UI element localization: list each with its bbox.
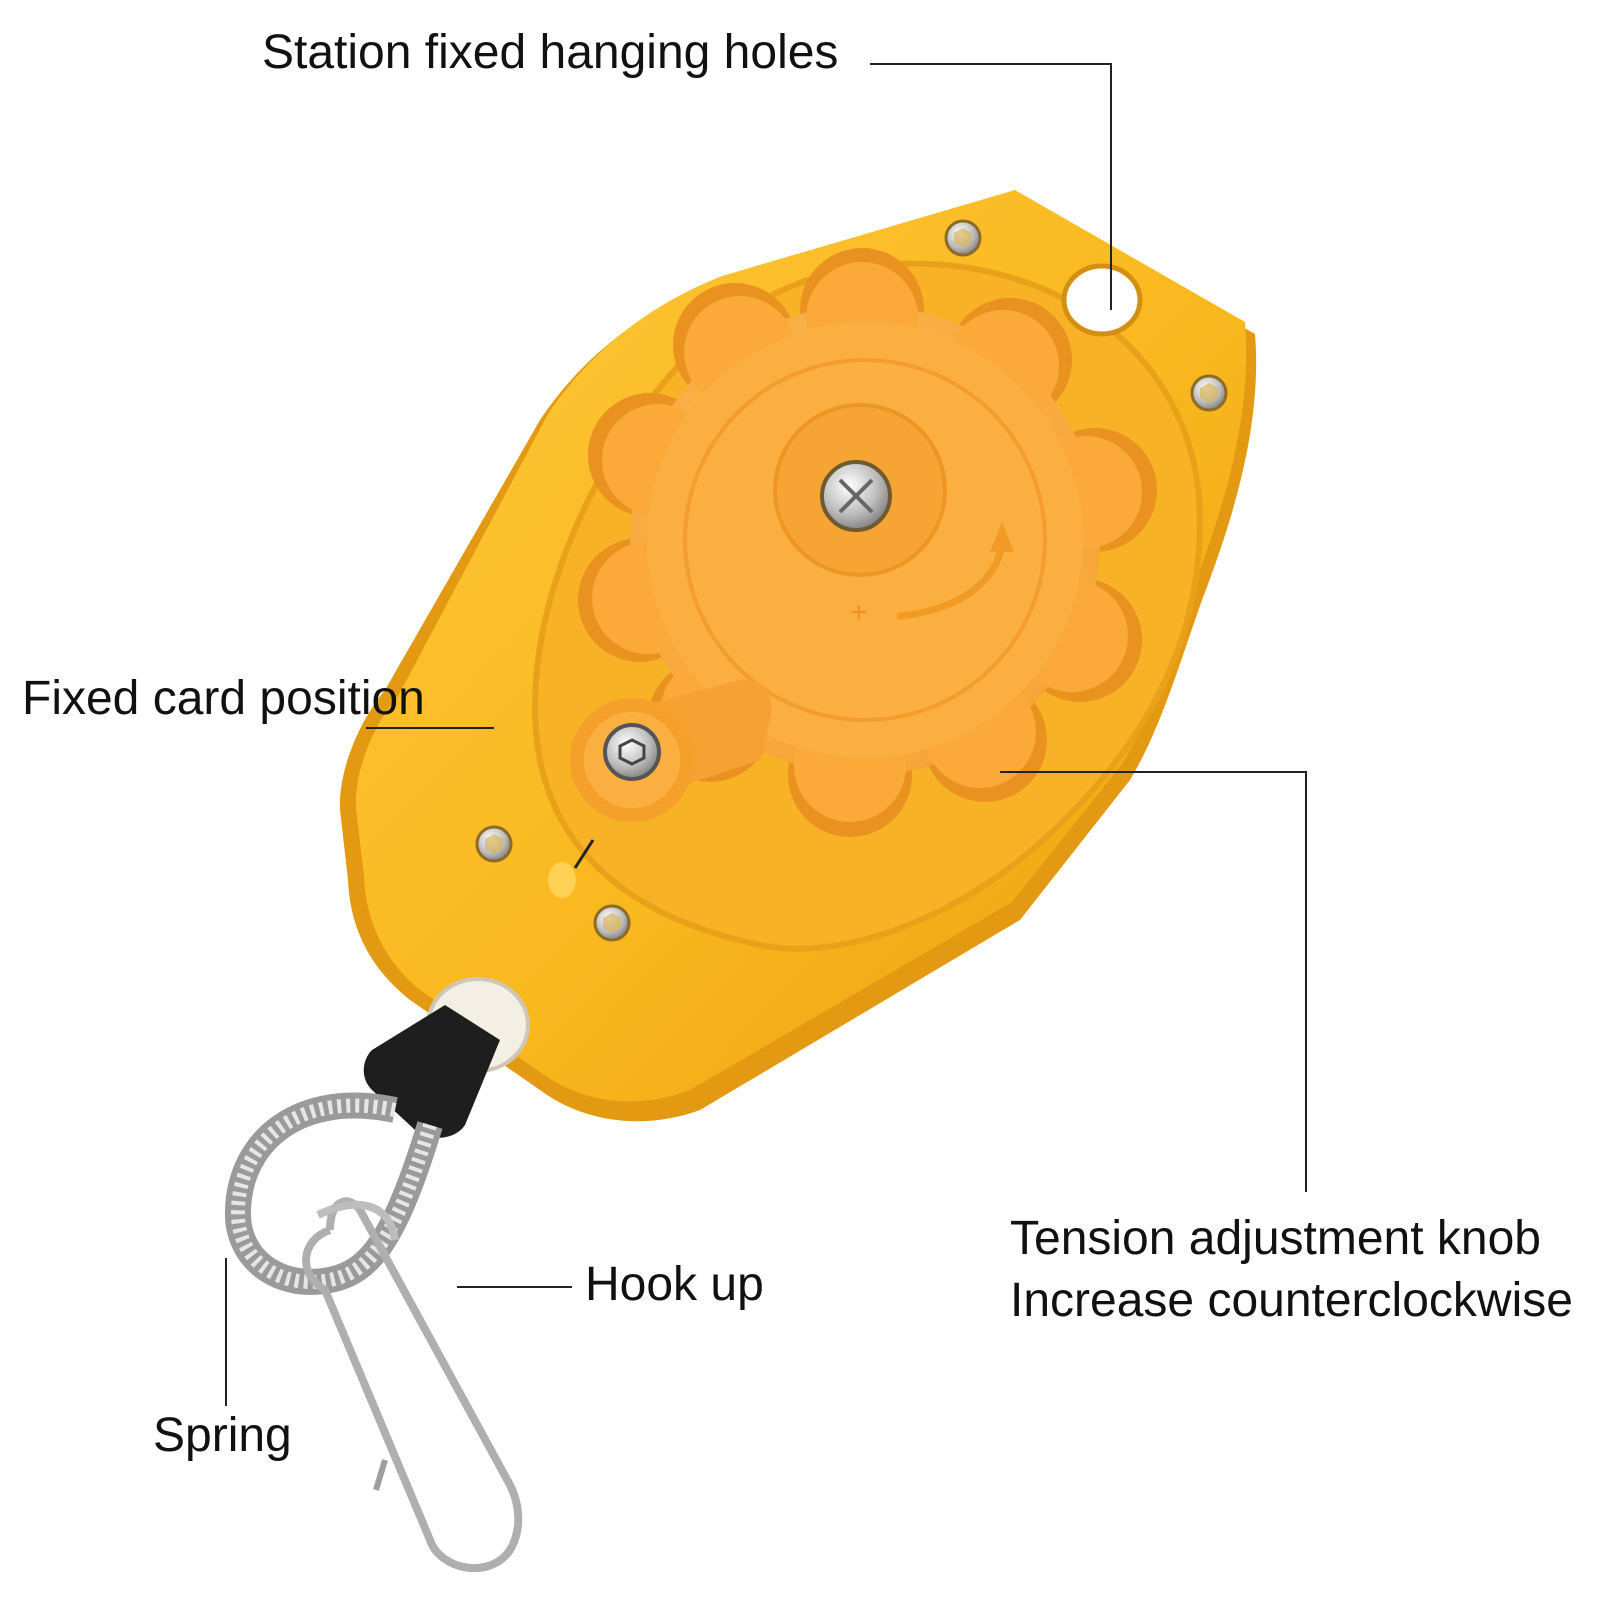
screw-icon <box>944 219 982 257</box>
label-spring: Spring <box>153 1409 292 1462</box>
label-station-fixed-hanging-holes: Station fixed hanging holes <box>262 26 839 79</box>
spring-coil <box>230 1098 437 1289</box>
label-tension-adjustment-knob: Tension adjustment knob <box>1010 1212 1541 1265</box>
leader-tension-knob <box>1000 771 1307 1192</box>
lever-screw-icon <box>603 723 661 781</box>
snap-hook <box>302 1197 523 1572</box>
leader-station-holes <box>870 63 1112 310</box>
cable-assembly <box>225 977 530 1572</box>
label-fixed-card-position: Fixed card position <box>22 672 425 725</box>
screw-icon <box>475 825 513 863</box>
rubber-stopper <box>363 1005 500 1138</box>
label-increase-counterclockwise: Increase counterclockwise <box>1010 1274 1573 1327</box>
leader-lines <box>225 63 1307 1406</box>
svg-text:+: + <box>850 596 868 629</box>
fixed-card-lever <box>548 679 772 898</box>
counterclockwise-arrow-icon <box>896 536 1006 620</box>
screw-icon <box>1190 374 1228 412</box>
hanging-hole <box>1061 263 1143 337</box>
label-hook-up: Hook up <box>585 1258 764 1311</box>
screw-icon <box>593 904 631 942</box>
housing-screws <box>475 219 1228 942</box>
